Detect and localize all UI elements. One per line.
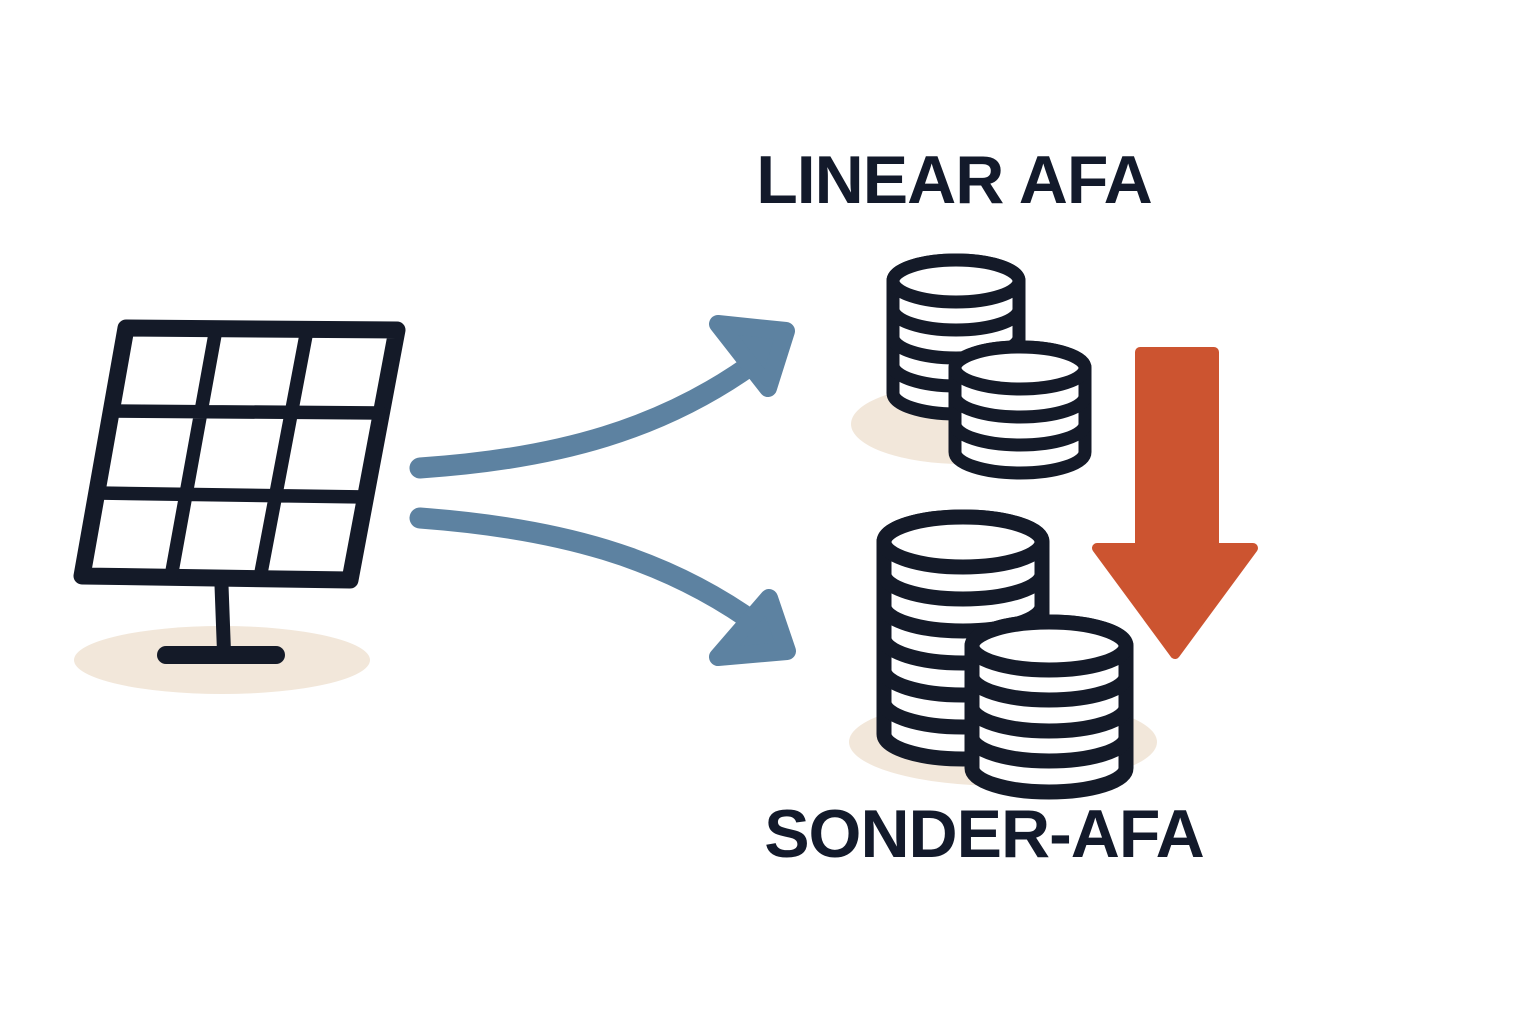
thick-down-arrow-icon <box>1092 347 1258 659</box>
solar-panel-frame <box>73 319 406 589</box>
solar-panel-grid <box>90 322 388 585</box>
coin-stack-small-icon <box>851 253 1092 480</box>
label-sonder-afa: SONDER-AFA <box>764 796 1205 872</box>
arrow-down-head <box>709 589 796 666</box>
label-linear-afa: LINEAR AFA <box>756 142 1152 218</box>
arrow-up-head <box>709 315 795 397</box>
arrow-up-shaft <box>409 346 773 479</box>
arrow-down-shaft <box>409 507 773 639</box>
curved-arrow-up-right-icon <box>409 315 795 479</box>
large-coins-front-stack <box>964 614 1134 800</box>
solar-panel-icon <box>73 319 406 694</box>
small-coins-front-stack <box>948 340 1092 480</box>
curved-arrow-down-right-icon <box>409 507 796 666</box>
coin-stack-large-icon <box>849 509 1157 800</box>
red-down-arrow-shape <box>1092 347 1258 659</box>
